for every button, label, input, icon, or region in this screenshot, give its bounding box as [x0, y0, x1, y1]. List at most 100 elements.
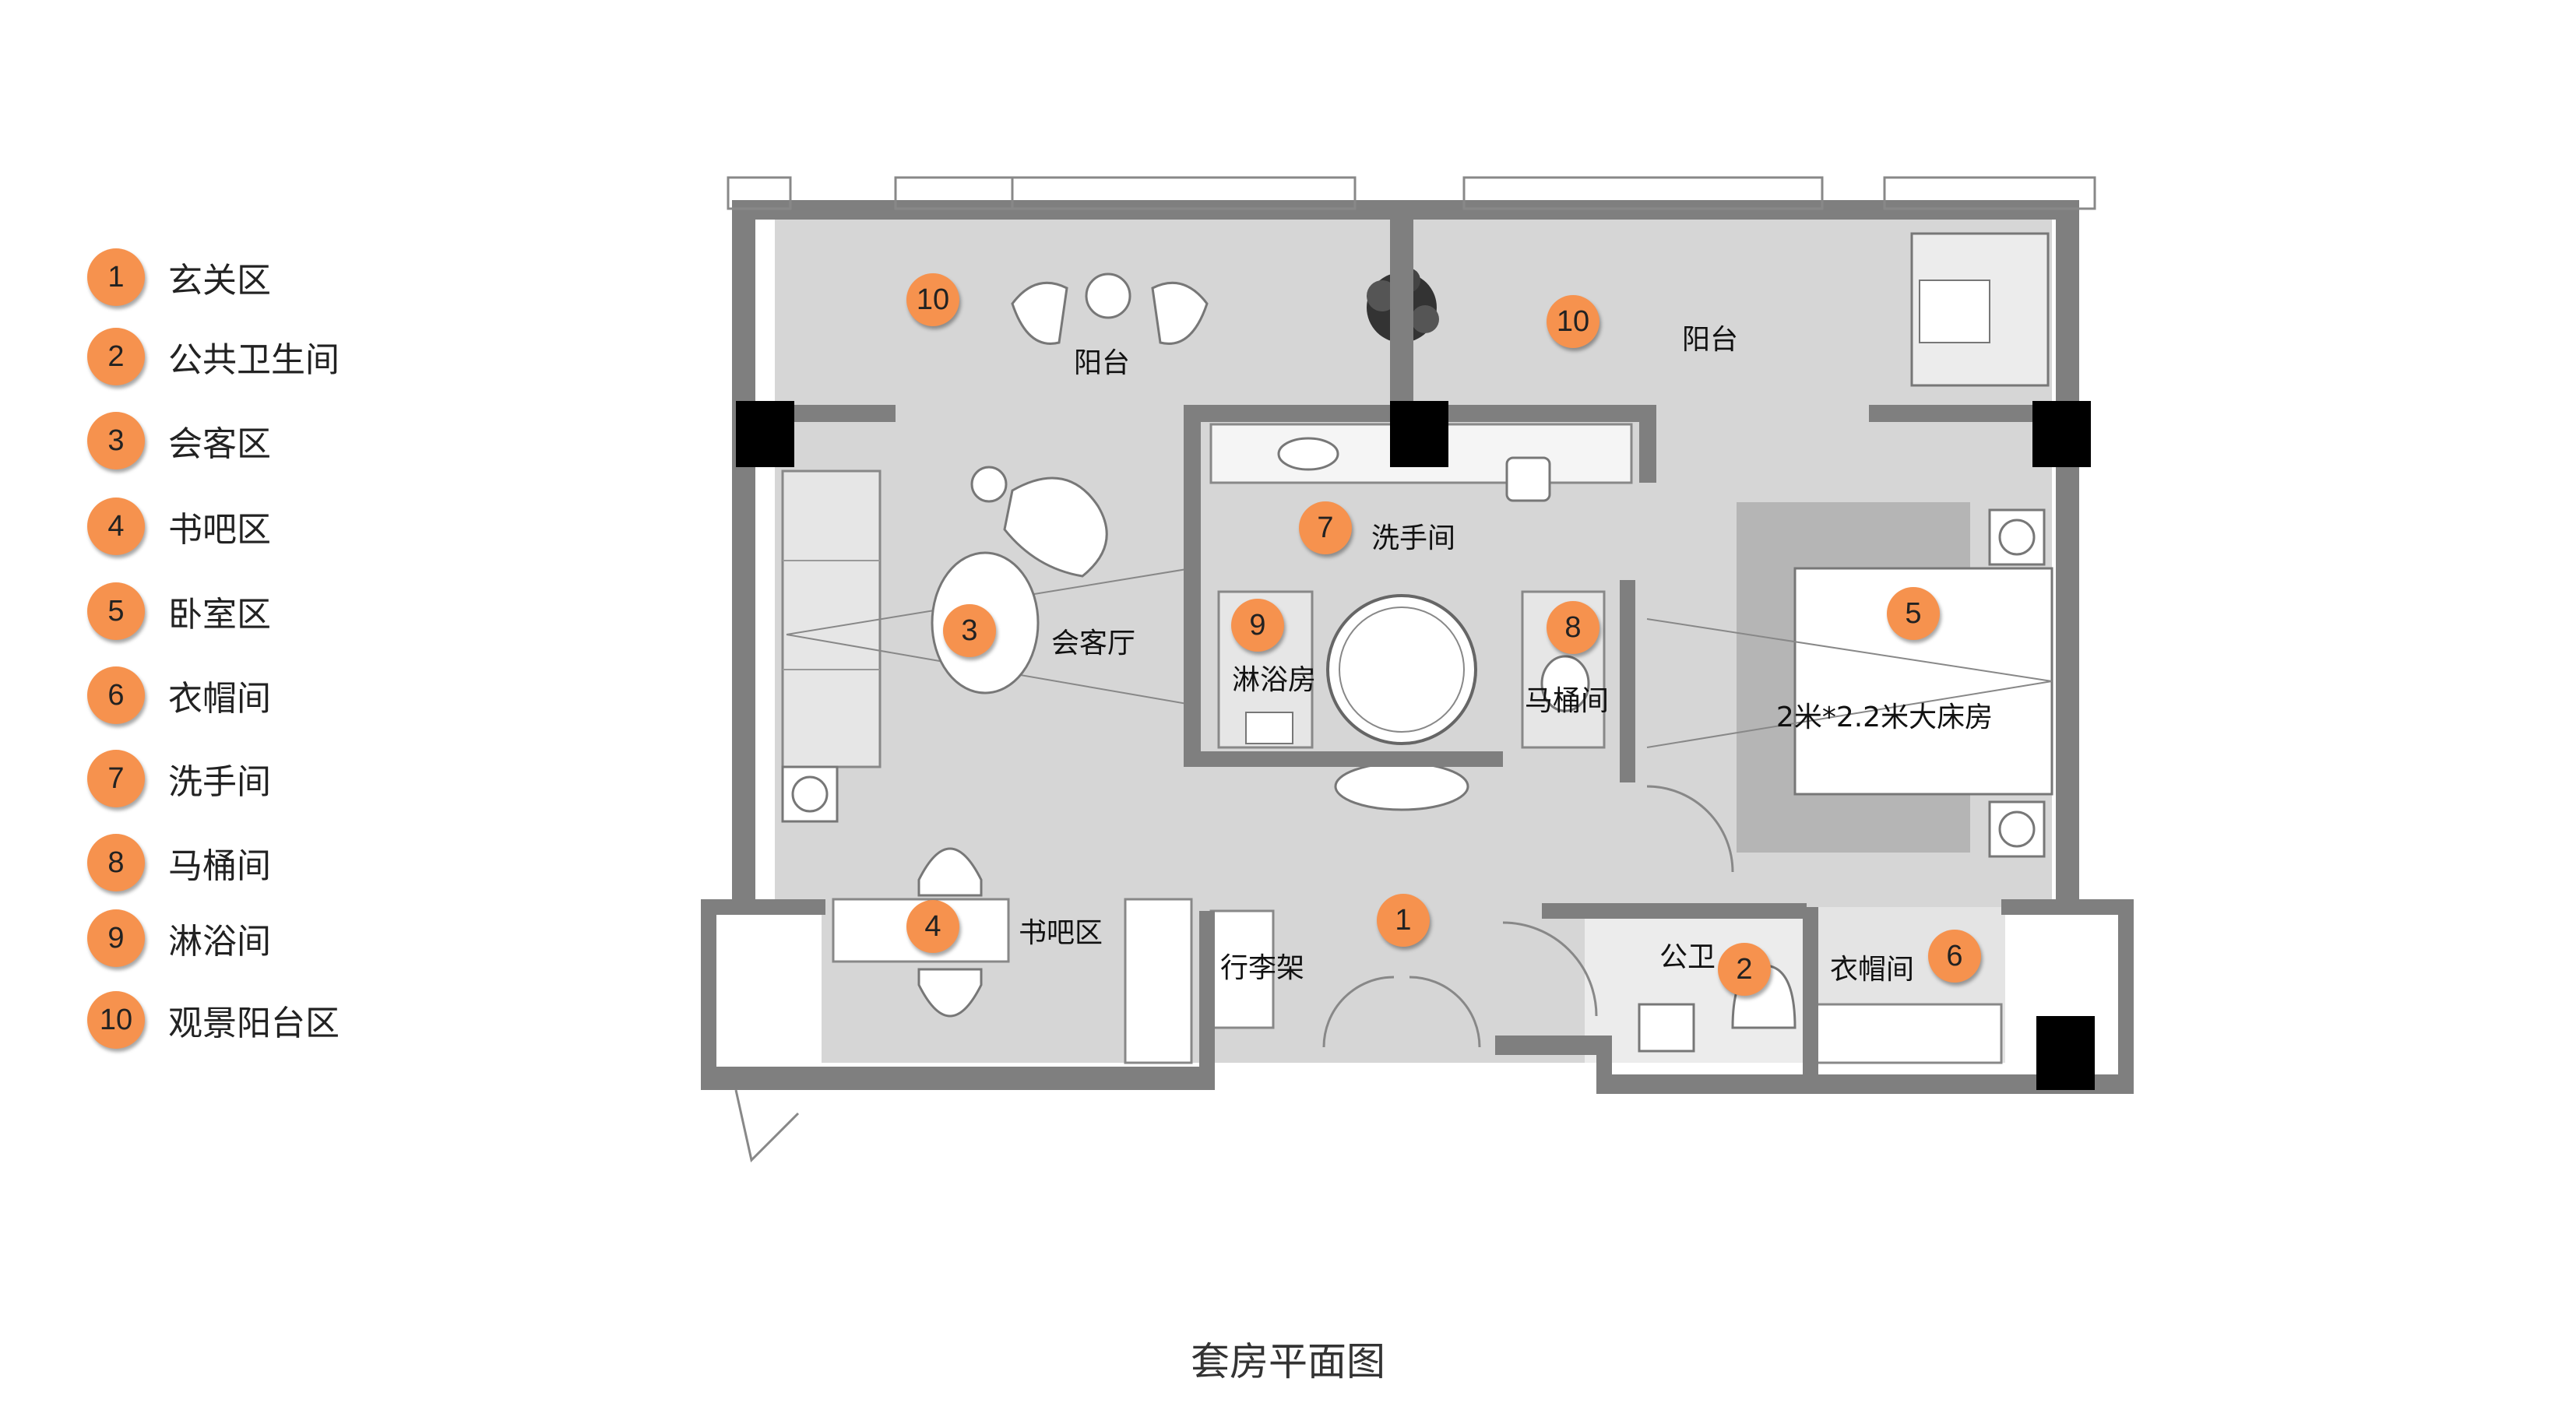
room-label-living: 会客厅	[1050, 628, 1136, 659]
legend-item: 5 卧室区	[87, 580, 271, 642]
balcony-chair	[1011, 281, 1068, 345]
wall-washroom-left	[1184, 405, 1201, 767]
balcony-chair	[1151, 281, 1209, 345]
entry-door-swing	[1322, 976, 1395, 1048]
nightstand	[1988, 800, 2046, 858]
room-label-bedroom: 2米*2.2米大床房	[1775, 701, 1994, 733]
columns	[736, 401, 2095, 1090]
windows	[727, 176, 2096, 210]
legend-label: 会客区	[168, 424, 271, 464]
marker-washroom: 7	[1299, 501, 1352, 554]
window	[894, 176, 1014, 210]
wall-balcony-divider	[1390, 200, 1413, 406]
study-door-swing	[734, 1089, 800, 1162]
window	[727, 176, 792, 210]
legend-item: 7 洗手间	[87, 747, 271, 810]
legend-number: 4	[87, 498, 145, 555]
legend-number: 8	[87, 834, 145, 891]
legend-number: 9	[87, 909, 145, 967]
legend-number: 3	[87, 412, 145, 469]
toilet	[1540, 655, 1590, 712]
legend-item: 10 观景阳台区	[87, 989, 340, 1051]
room-label-balcony-right: 阳台	[1681, 324, 1739, 356]
legend-number: 5	[87, 582, 145, 640]
wall-luggage	[1199, 911, 1215, 1067]
wall-corner-right	[2118, 899, 2134, 1094]
column	[736, 401, 794, 467]
shower-basin	[1245, 712, 1293, 744]
sink	[1277, 437, 1339, 471]
balcony-table	[1085, 273, 1131, 319]
legend-label: 淋浴间	[168, 922, 271, 962]
closet-shelf	[1813, 1003, 2003, 1064]
legend-label: 书吧区	[168, 510, 271, 550]
room-label-balcony-left: 阳台	[1073, 347, 1131, 379]
room-label-toilet: 马桶间	[1524, 685, 1610, 717]
plan-caption: 套房平面图	[1191, 1339, 1385, 1384]
daybed-cushion	[1919, 280, 1990, 343]
marker-toilet: 8	[1547, 601, 1599, 654]
legend-number: 1	[87, 248, 145, 306]
wall-toilet-right	[1620, 580, 1635, 782]
marker-entry: 1	[1377, 894, 1430, 947]
room-label-washroom: 洗手间	[1371, 522, 1456, 554]
legend-label: 洗手间	[168, 762, 271, 802]
legend-item: 6 衣帽间	[87, 664, 271, 726]
room-label-shower: 淋浴房	[1231, 664, 1317, 696]
column	[1390, 401, 1448, 467]
legend-number: 7	[87, 750, 145, 807]
bathtub-inner	[1339, 607, 1465, 733]
legend-item: 4 书吧区	[87, 495, 271, 557]
wall-balcony-right	[1869, 405, 2056, 422]
room-label-luggage: 行李架	[1219, 952, 1305, 984]
wall-study-bottom	[701, 1067, 1215, 1090]
nightstand	[1988, 508, 2046, 566]
marker-closet: 6	[1928, 930, 1981, 983]
wall-washroom-bottom	[1184, 751, 1503, 767]
legend-label: 公共卫生间	[168, 340, 340, 380]
walls	[701, 200, 2134, 1094]
legend-number: 6	[87, 666, 145, 724]
lounge-chair	[1003, 476, 1108, 578]
study-chair	[917, 847, 983, 897]
bed-line	[1646, 680, 2053, 748]
stool	[1505, 456, 1551, 502]
legend-item: 8 马桶间	[87, 832, 271, 894]
wall-wc-closet	[1803, 907, 1818, 1094]
legend-label: 卧室区	[168, 595, 271, 635]
legend-number: 2	[87, 328, 145, 385]
side-table	[970, 466, 1008, 503]
wall-study-left	[701, 899, 716, 1082]
floor-lamp	[781, 765, 839, 823]
entry-door-swing	[1409, 976, 1481, 1048]
marker-bedroom: 5	[1887, 587, 1940, 640]
wall-washroom-right	[1639, 405, 1656, 483]
legend-number: 10	[87, 991, 145, 1049]
bed-line	[1646, 618, 2053, 682]
room-label-study: 书吧区	[1018, 917, 1103, 949]
room-label-closet: 衣帽间	[1829, 954, 1915, 986]
wall-entry-right	[1495, 1036, 1604, 1055]
wall-corner-top	[2001, 899, 2134, 915]
room-label-public-wc: 公卫	[1659, 941, 1716, 973]
doors	[734, 785, 1734, 1162]
wall-right	[2056, 200, 2079, 901]
study-shelf	[1124, 898, 1193, 1064]
nightstand-lamp	[1998, 810, 2036, 848]
marker-balcony-left: 10	[906, 273, 959, 326]
legend-item: 2 公共卫生间	[87, 325, 340, 388]
nightstand-lamp	[1998, 519, 2036, 556]
legend-item: 1 玄关区	[87, 246, 271, 308]
marker-balcony-right: 10	[1547, 295, 1599, 348]
window	[1462, 176, 1824, 210]
legend-label: 观景阳台区	[168, 1004, 340, 1043]
window	[1883, 176, 2096, 210]
marker-public-wc: 2	[1718, 943, 1771, 996]
wall-study-top	[701, 899, 825, 915]
wall-wc-top	[1542, 903, 1807, 919]
legend-label: 衣帽间	[168, 679, 271, 719]
legend-label: 马桶间	[168, 846, 271, 886]
legend-item: 9 淋浴间	[87, 907, 271, 969]
